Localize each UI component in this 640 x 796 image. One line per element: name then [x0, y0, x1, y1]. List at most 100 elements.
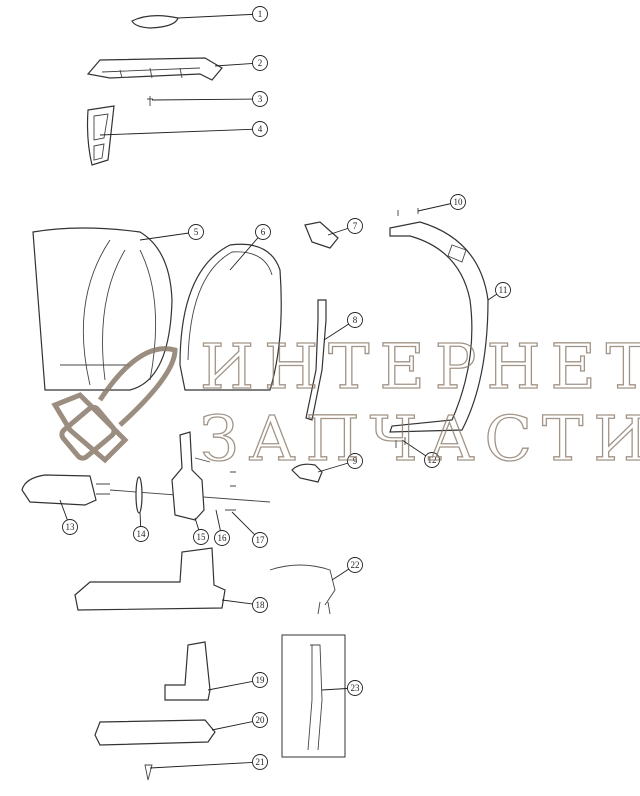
- callout-16: 16: [214, 530, 230, 546]
- callout-number: 16: [218, 533, 228, 543]
- callout-12: 12: [424, 452, 440, 468]
- callout-circle: [347, 557, 363, 573]
- callout-number: 4: [258, 124, 263, 134]
- callout-number: 17: [256, 535, 266, 545]
- callout-circle: [252, 91, 268, 107]
- callout-number: 18: [256, 600, 266, 610]
- callout-number: 1: [258, 9, 263, 19]
- callout-2: 2: [252, 55, 268, 71]
- callout-19: 19: [252, 672, 268, 688]
- callout-circle: [252, 754, 268, 770]
- callout-number: 20: [256, 715, 266, 725]
- part-screw: [147, 96, 153, 106]
- callout-number: 8: [353, 315, 358, 325]
- leader-line: [229, 231, 264, 271]
- part-cord-holder: [164, 641, 211, 701]
- callout-1: 1: [252, 6, 268, 22]
- callout-circle: [347, 312, 363, 328]
- callout-number: 14: [137, 529, 147, 539]
- callout-circle: [347, 680, 363, 696]
- callout-number: 9: [353, 456, 358, 466]
- leader-line: [211, 719, 261, 731]
- part-lid: [86, 57, 223, 81]
- callout-circle: [252, 672, 268, 688]
- leader-line: [149, 761, 261, 769]
- callout-9: 9: [347, 453, 363, 469]
- part-heating-tube-frame: [281, 634, 346, 758]
- callout-number: 12: [428, 455, 437, 465]
- watermark: ИНТЕРНЕТ- ЗАПЧАСТИ: [51, 329, 640, 476]
- callout-6: 6: [255, 224, 271, 240]
- callout-circle: [424, 452, 440, 468]
- leader-line: [177, 13, 261, 19]
- callout-7: 7: [347, 218, 363, 234]
- callout-circle: [495, 282, 511, 298]
- callout-3: 3: [252, 91, 268, 107]
- callout-circle: [252, 597, 268, 613]
- part-switch-lever: [305, 299, 327, 421]
- callout-number: 19: [256, 675, 266, 685]
- callout-circle: [255, 224, 271, 240]
- callout-number: 15: [197, 532, 207, 542]
- callout-number: 13: [66, 522, 76, 532]
- callout-number: 23: [351, 683, 361, 693]
- part-thermostat: [171, 431, 205, 521]
- part-screws-bottom: [395, 437, 406, 448]
- part-screws-top: [397, 208, 419, 216]
- callout-circle: [133, 526, 149, 542]
- callout-number: 21: [256, 757, 265, 767]
- callout-14: 14: [133, 526, 149, 542]
- callout-number: 2: [258, 58, 263, 68]
- callout-circle: [450, 194, 466, 210]
- callout-13: 13: [62, 519, 78, 535]
- callout-circle: [252, 121, 268, 137]
- part-bottom-plate: [94, 719, 216, 746]
- leader-line: [151, 98, 261, 101]
- callout-20: 20: [252, 712, 268, 728]
- part-handle: [389, 221, 489, 433]
- watermark-line-2: ЗАПЧАСТИ: [200, 402, 640, 475]
- callout-number: 11: [499, 285, 508, 295]
- callout-circle: [214, 530, 230, 546]
- leader-line: [207, 679, 261, 691]
- callout-21: 21: [252, 754, 268, 770]
- callout-4: 4: [252, 121, 268, 137]
- callout-17: 17: [252, 532, 268, 548]
- callout-15: 15: [193, 529, 209, 545]
- watermark-logo-icon: [51, 346, 178, 464]
- callout-22: 22: [347, 557, 363, 573]
- callout-circle: [347, 453, 363, 469]
- part-switch-cover: [304, 221, 339, 249]
- callout-number: 3: [258, 94, 263, 104]
- callout-number: 7: [353, 221, 358, 231]
- part-foot-screw: [144, 764, 153, 781]
- part-seal-ring: [135, 476, 143, 514]
- callout-circle: [252, 6, 268, 22]
- callout-circle: [347, 218, 363, 234]
- part-lid-button: [131, 15, 179, 29]
- watermark-line-1: ИНТЕРНЕТ-: [200, 330, 640, 403]
- leader-line: [99, 128, 261, 136]
- callout-circle: [252, 532, 268, 548]
- callout-5: 5: [188, 224, 204, 240]
- callout-11: 11: [495, 282, 511, 298]
- callout-23: 23: [347, 680, 363, 696]
- callout-circle: [188, 224, 204, 240]
- part-base: [74, 547, 226, 611]
- callout-number: 22: [351, 560, 360, 570]
- callout-10: 10: [450, 194, 466, 210]
- part-power-cord: [269, 564, 336, 615]
- callout-18: 18: [252, 597, 268, 613]
- part-heating-element: [21, 474, 97, 506]
- leader-line: [139, 231, 197, 241]
- callout-8: 8: [347, 312, 363, 328]
- part-kettle-body: [32, 227, 173, 391]
- callout-circle: [193, 529, 209, 545]
- callout-circle: [252, 712, 268, 728]
- part-button: [291, 463, 323, 483]
- part-inner-cover: [179, 243, 282, 391]
- callout-number: 5: [194, 227, 199, 237]
- callout-circle: [62, 519, 78, 535]
- callout-circle: [252, 55, 268, 71]
